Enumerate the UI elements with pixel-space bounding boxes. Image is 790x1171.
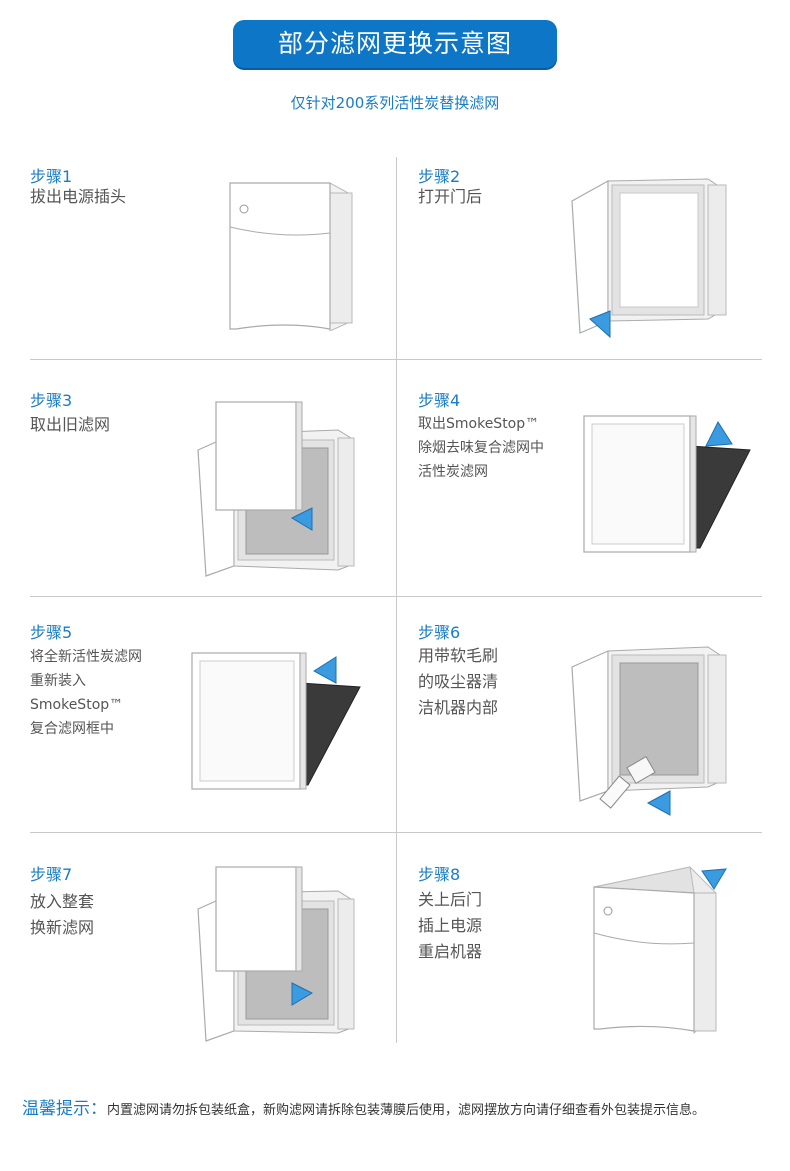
remove-old-filter-illustration [197,401,355,577]
grid-divider-row2 [30,596,762,597]
step-5-desc: 将全新活性炭滤网 重新装入 SmokeStop™ 复合滤网框中 [30,649,142,737]
vacuum-clean-illustration [571,646,727,816]
install-carbon-filter-illustration [191,652,361,790]
step-4-desc: 取出SmokeStop™ 除烟去味复合滤网中 活性炭滤网 [418,416,544,480]
grid-divider-row3 [30,832,762,833]
step-4-title: 步骤4 [418,391,461,410]
step-7-desc: 放入整套 换新滤网 [30,892,95,937]
step-8-panel: 步骤8 关上后门 插上电源 重启机器 [418,833,784,1069]
step-3-desc: 取出旧滤网 [30,415,111,434]
page-subtitle: 仅针对200系列活性炭替换滤网 [290,94,500,112]
install-filter-set-illustration [197,866,355,1042]
remove-carbon-filter-illustration [583,415,751,553]
tip-text: 内置滤网请勿拆包装纸盒，新购滤网请拆除包装薄膜后使用，滤网摆放方向请仔细查看外包… [107,1103,706,1118]
step-2-desc: 打开门后 [418,187,483,206]
grid-divider-vertical [396,157,397,1043]
page-title: 部分滤网更换示意图 [277,29,512,58]
step-2-panel: 步骤2 打开门后 [418,157,784,393]
step-6-desc: 用带软毛刷 的吸尘器清 洁机器内部 [418,646,499,717]
step-3-title: 步骤3 [30,391,73,410]
step-3-panel: 步骤3 取出旧滤网 [30,360,396,596]
step-6-title: 步骤6 [418,623,461,642]
step-1-desc: 拔出电源插头 [30,187,127,206]
step-1-panel: 步骤1 拔出电源插头 [30,157,396,393]
tip-label: 温馨提示： [22,1099,107,1119]
step-1-title: 步骤1 [30,167,73,186]
purifier-open-door-illustration [571,178,727,339]
step-5-title: 步骤5 [30,623,73,642]
warm-tip: 温馨提示：内置滤网请勿拆包装纸盒，新购滤网请拆除包装薄膜后使用，滤网摆放方向请仔… [22,1093,762,1127]
purifier-closed-restart-illustration [593,866,727,1035]
step-4-panel: 步骤4 取出SmokeStop™ 除烟去味复合滤网中 活性炭滤网 [418,360,784,596]
grid-divider-row1 [30,359,762,360]
step-5-panel: 步骤5 将全新活性炭滤网 重新装入 SmokeStop™ 复合滤网框中 [30,597,396,833]
page-title-banner: 部分滤网更换示意图 [233,20,557,68]
step-7-panel: 步骤7 放入整套 换新滤网 [30,833,396,1069]
step-6-panel: 步骤6 用带软毛刷 的吸尘器清 洁机器内部 [418,597,784,833]
step-8-desc: 关上后门 插上电源 重启机器 [418,890,483,961]
step-2-title: 步骤2 [418,167,461,186]
purifier-closed-illustration [229,182,353,331]
step-8-title: 步骤8 [418,865,461,884]
step-7-title: 步骤7 [30,865,73,884]
